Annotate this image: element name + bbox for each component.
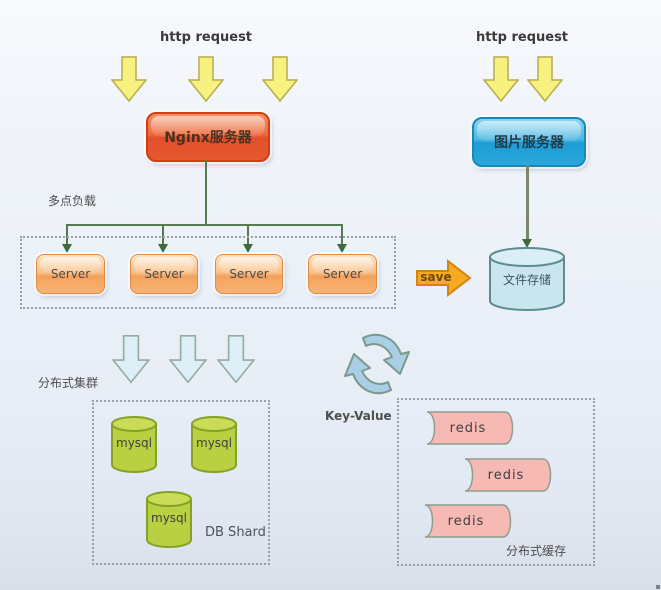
redis-label: redis (449, 420, 487, 436)
down-arrow-icon (188, 56, 224, 102)
server-label: Server (229, 267, 269, 281)
connector-line (66, 224, 68, 245)
sync-arrows-icon (344, 333, 410, 395)
down-arrow-icon (527, 56, 563, 102)
mysql-group-box (92, 400, 270, 565)
down-arrow-icon (112, 334, 150, 384)
arrowhead-icon (158, 244, 168, 253)
mysql-cylinder-icon (146, 491, 192, 548)
server-label: Server (144, 267, 184, 281)
down-arrow-icon (169, 334, 207, 384)
save-label: save (420, 270, 452, 284)
redis-label: redis (487, 467, 525, 483)
arrowhead-icon (522, 239, 532, 248)
arrowhead-icon (337, 244, 347, 253)
redis-group-box (397, 398, 595, 566)
redis-shape-icon (426, 411, 514, 445)
redis-label: redis (447, 513, 485, 529)
mysql-cylinder-icon (111, 416, 157, 473)
server-label: Server (50, 267, 91, 281)
arrowhead-icon (243, 244, 253, 253)
file-storage-label: 文件存储 (502, 272, 551, 287)
mysql-label: mysql (196, 436, 232, 450)
mysql-label: mysql (151, 511, 187, 525)
http-request-label-right: http request (475, 30, 569, 45)
connector-line (341, 224, 343, 245)
mysql-cylinder-icon (191, 416, 237, 473)
save-arrow-icon (416, 258, 472, 298)
server-label: Server (322, 267, 363, 281)
key-value-label: Key-Value (325, 409, 392, 423)
file-storage-cylinder-icon (489, 247, 565, 311)
server-node: Server (215, 254, 283, 294)
load-balance-label: 多点负载 (48, 194, 97, 208)
image-server-label: 图片服务器 (494, 135, 564, 151)
connector-line (162, 224, 164, 245)
down-arrow-icon (483, 56, 519, 102)
down-arrow-icon (111, 56, 147, 102)
image-server-node: 图片服务器 (472, 117, 586, 167)
down-arrow-icon (262, 56, 298, 102)
db-shard-label: DB Shard (205, 525, 266, 540)
http-request-label-left: http request (159, 30, 253, 45)
mysql-label: mysql (116, 436, 152, 450)
connector-line (526, 165, 529, 241)
redis-shape-icon (424, 504, 512, 538)
nginx-server-label: Nginx服务器 (164, 130, 252, 146)
server-node: Server (130, 254, 198, 294)
corner-mark (656, 585, 660, 589)
nginx-server-node: Nginx服务器 (146, 112, 270, 162)
server-node: Server (36, 254, 105, 294)
connector-line (247, 224, 249, 245)
server-node: Server (308, 254, 377, 294)
distributed-cache-label: 分布式缓存 (506, 544, 567, 558)
server-group-box (20, 236, 396, 309)
distributed-cluster-label: 分布式集群 (38, 376, 99, 390)
redis-shape-icon (464, 458, 552, 492)
arrowhead-icon (62, 244, 72, 253)
connector-line (66, 224, 343, 226)
connector-line (205, 160, 207, 225)
down-arrow-icon (217, 334, 255, 384)
